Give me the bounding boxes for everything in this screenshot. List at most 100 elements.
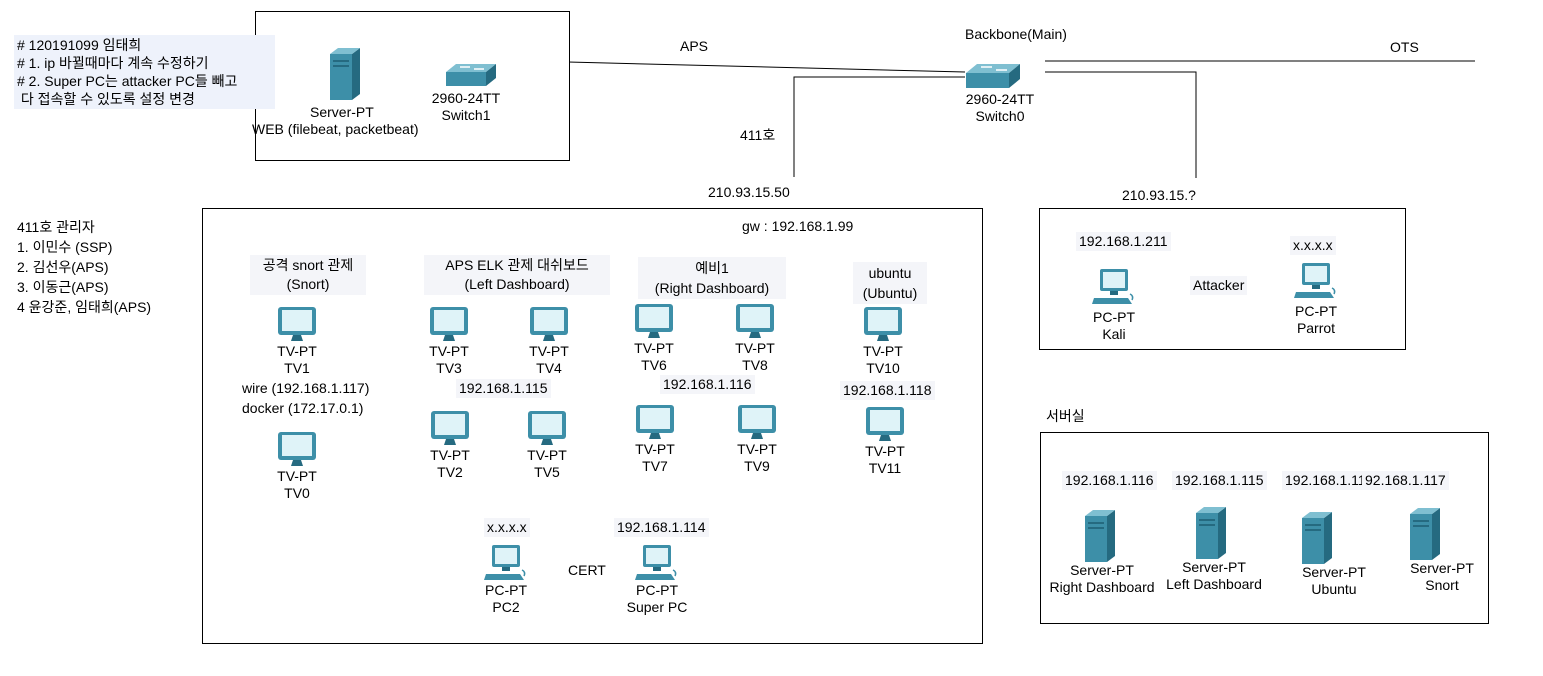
pc-icon[interactable] <box>1092 268 1136 306</box>
admin-item: 3. 이동근(APS) <box>17 279 109 295</box>
tv-model: TV-PT <box>527 447 567 463</box>
pc-name: Super PC <box>626 599 688 615</box>
admin-item: 1. 이민수 (SSP) <box>17 239 113 255</box>
admin-item: 2. 김선우(APS) <box>17 259 109 275</box>
server-ip: 192.168.1.118 <box>1282 471 1377 490</box>
pc-icon[interactable] <box>484 544 528 582</box>
pc-model: PC-PT <box>1295 303 1337 319</box>
admins-block: 411호 관리자 1. 이민수 (SSP) 2. 김선우(APS) 3. 이동근… <box>14 216 155 318</box>
tv-name: TV2 <box>437 464 463 480</box>
server-name: Right Dashboard <box>1049 579 1155 595</box>
server-model: Server-PT <box>1302 564 1366 580</box>
spare-ip: 192.168.1.116 <box>660 375 755 394</box>
tv-icon[interactable] <box>529 306 569 342</box>
server-icon[interactable] <box>1085 510 1117 562</box>
pc-name: Kali <box>1102 326 1126 342</box>
tv-icon[interactable] <box>735 303 775 339</box>
tv-icon[interactable] <box>277 306 317 342</box>
server-icon[interactable] <box>1410 508 1442 560</box>
switch0-model: 2960-24TT <box>965 91 1035 107</box>
tv-name: TV9 <box>744 458 770 474</box>
admins-title: 411호 관리자 <box>17 219 95 235</box>
tv-name: TV5 <box>534 464 560 480</box>
tv-model: TV-PT <box>277 468 317 484</box>
tv-icon[interactable] <box>429 306 469 342</box>
snort-ip-docker: docker (172.17.0.1) <box>242 400 364 416</box>
ip-attack: 210.93.15.? <box>1122 187 1196 203</box>
tv-name: TV0 <box>284 485 310 501</box>
snort-ip-wire: wire (192.168.1.117) <box>242 380 370 396</box>
note-line: # 1. ip 바뀔때마다 계속 수정하기 <box>17 55 209 71</box>
tv-model: TV-PT <box>430 447 470 463</box>
tv-model: TV-PT <box>529 343 569 359</box>
tv-name: TV3 <box>436 360 462 376</box>
group-title-elk: APS ELK 관제 대쉬보드 (Left Dashboard) <box>424 255 610 295</box>
server-icon[interactable] <box>1302 512 1334 564</box>
server-label: WEB (filebeat, packetbeat) <box>252 121 419 137</box>
tv-name: TV10 <box>866 360 900 376</box>
tv-model: TV-PT <box>634 340 674 356</box>
server-icon[interactable] <box>1196 507 1228 559</box>
link-attack <box>1045 71 1197 178</box>
pc-model: PC-PT <box>1093 309 1135 325</box>
note-line: 다 접속할 수 있도록 설정 변경 <box>17 91 195 107</box>
tv-icon[interactable] <box>277 431 317 467</box>
web-area-box <box>255 11 570 161</box>
server-model: Server-PT <box>1182 559 1246 575</box>
note-block: # 120191099 임태희 # 1. ip 바뀔때마다 계속 수정하기 # … <box>14 35 275 109</box>
gateway-label: gw : 192.168.1.99 <box>739 217 857 236</box>
switch1-name: Switch1 <box>441 107 491 123</box>
server-model: Server-PT <box>310 104 374 120</box>
group-title-ubuntu: ubuntu (Ubuntu) <box>853 262 927 304</box>
link-411 <box>793 76 965 177</box>
note-line: # 120191099 임태희 <box>17 37 142 53</box>
link-label-aps: APS <box>680 38 709 54</box>
server-ip: 92.168.1.117 <box>1362 471 1449 490</box>
link-aps <box>567 61 966 73</box>
server-model: Server-PT <box>1070 562 1134 578</box>
group-title-snort: 공격 snort 관제 (Snort) <box>250 255 366 295</box>
pc-icon[interactable] <box>1294 262 1338 300</box>
pc-model: PC-PT <box>485 582 527 598</box>
cert-label: CERT <box>568 562 606 578</box>
tv-icon[interactable] <box>634 303 674 339</box>
server-name: Snort <box>1425 577 1459 593</box>
tv-icon[interactable] <box>527 410 567 446</box>
pc-name: Parrot <box>1296 320 1336 336</box>
server-ip: 192.168.1.115 <box>1172 471 1267 490</box>
parrot-ip: x.x.x.x <box>1290 236 1336 255</box>
tv-name: TV11 <box>868 460 902 476</box>
server-room-title: 서버실 <box>1046 408 1085 424</box>
switch0-name: Switch0 <box>975 108 1025 124</box>
pc-icon[interactable] <box>635 544 679 582</box>
tv-icon[interactable] <box>863 306 903 342</box>
tv-model: TV-PT <box>863 343 903 359</box>
tv-icon[interactable] <box>865 406 905 442</box>
group-title-spare: 예비1 (Right Dashboard) <box>638 257 786 299</box>
pc2-ip: x.x.x.x <box>484 518 530 537</box>
tv-model: TV-PT <box>635 441 675 457</box>
tv-model: TV-PT <box>865 443 905 459</box>
kali-ip: 192.168.1.211 <box>1076 232 1171 251</box>
tv-icon[interactable] <box>737 404 777 440</box>
tv-model: TV-PT <box>735 340 775 356</box>
server-icon[interactable] <box>330 48 362 100</box>
server-name: Left Dashboard <box>1166 576 1262 592</box>
switch-icon[interactable] <box>446 62 496 86</box>
server-name: Ubuntu <box>1311 581 1357 597</box>
superpc-ip: 192.168.1.114 <box>614 518 709 537</box>
pc-name: PC2 <box>492 599 520 615</box>
admin-item: 4 윤강준, 임태희(APS) <box>17 299 152 315</box>
tv-icon[interactable] <box>430 410 470 446</box>
elk-ip: 192.168.1.115 <box>456 379 551 398</box>
link-label-ots: OTS <box>1390 39 1419 55</box>
tv-name: TV7 <box>642 458 668 474</box>
switch1-model: 2960-24TT <box>431 90 501 106</box>
ip-411: 210.93.15.50 <box>708 184 790 200</box>
tv-icon[interactable] <box>635 404 675 440</box>
note-line: # 2. Super PC는 attacker PC들 빼고 <box>17 73 238 89</box>
tv-model: TV-PT <box>429 343 469 359</box>
switch-icon[interactable] <box>966 62 1020 88</box>
pc-model: PC-PT <box>636 582 678 598</box>
tv-name: TV1 <box>284 360 310 376</box>
